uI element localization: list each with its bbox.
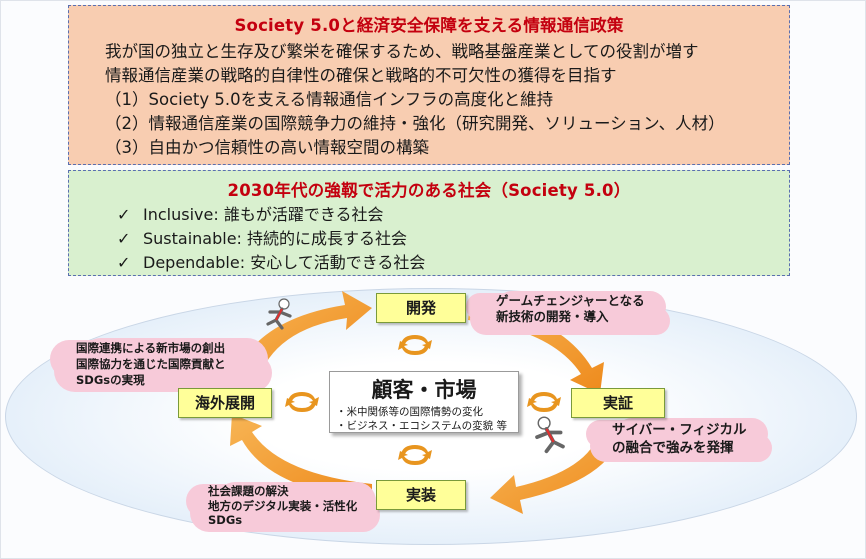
policy-line: 情報通信産業の戦略的自律性の確保と戦略的不可欠性の獲得を目指す [105, 66, 617, 85]
cloud-demonstrate-text: サイバー・フィジカル の融合で強みを発揮 [612, 421, 746, 457]
runner-figure-icon [535, 416, 565, 454]
cloud-line: サイバー・フィジカル [612, 422, 747, 438]
stage-demonstrate: 実証 [571, 388, 665, 418]
arrow-implement-to-overseas [230, 414, 372, 500]
cycle-refresh-icon [527, 392, 561, 412]
check-icon: ✓ [117, 205, 131, 224]
cloud-line: の融合で強みを発揮 [612, 440, 734, 456]
vision-box: 2030年代の強靱で活力のある社会（Society 5.0） ✓ Inclusiv… [68, 170, 790, 276]
check-icon: ✓ [117, 253, 131, 272]
stage-develop: 開発 [376, 293, 466, 323]
stage-overseas: 海外展開 [178, 388, 272, 418]
customer-market-note: ・ビジネス・エコシステムの変貌 等 [336, 420, 508, 432]
cloud-develop-text: ゲームチェンジャーとなる 新技術の開発・導入 [496, 293, 645, 325]
cloud-line: 新技術の開発・導入 [496, 309, 609, 324]
cloud-line: 社会課題の解決 [208, 484, 289, 498]
cloud-line: SDGsの実現 [76, 373, 145, 387]
cloud-line: 地方のデジタル実装・活性化 [208, 498, 358, 513]
cloud-implement-text: 社会課題の解決 地方のデジタル実装・活性化 SDGs [208, 484, 357, 528]
policy-line: 我が国の独立と生存及び繁栄を確保するため、戦略基盤産業としての役割が増す [105, 42, 699, 61]
customer-market-note: ・米中関係等の国際情勢の変化 [336, 406, 483, 418]
cloud-line: ゲームチェンジャーとなる [496, 293, 645, 308]
check-icon: ✓ [117, 229, 131, 248]
policy-title: Society 5.0と経済安全保障を支える情報通信政策 [234, 16, 624, 35]
cloud-line: 国際協力を通じた国際貢献と [76, 357, 226, 371]
runner-figure-icon [266, 298, 292, 330]
policy-box: Society 5.0と経済安全保障を支える情報通信政策 我が国の独立と生存及び… [68, 5, 790, 165]
policy-line: （1）Society 5.0を支える情報通信インフラの高度化と維持 [105, 90, 554, 109]
cycle-refresh-icon [398, 445, 432, 465]
vision-item: ✓ Inclusive: 誰もが活躍できる社会 [117, 205, 384, 225]
vision-title: 2030年代の強靱で活力のある社会（Society 5.0） [227, 181, 631, 200]
cloud-overseas-text: 国際連携による新市場の創出 国際協力を通じた国際貢献と SDGsの実現 [76, 340, 226, 388]
cloud-line: 国際連携による新市場の創出 [76, 341, 226, 355]
cycle-refresh-icon [398, 335, 432, 355]
vision-item-text: Inclusive: 誰もが活躍できる社会 [143, 205, 384, 224]
policy-line: （2）情報通信産業の国際競争力の維持・強化（研究開発、ソリューション、人材） [105, 114, 725, 133]
vision-item-text: Sustainable: 持続的に成長する社会 [143, 229, 408, 248]
customer-market-title: 顧客・市場 [371, 378, 477, 402]
arrow-demonstrate-to-implement [490, 430, 622, 514]
vision-item-text: Dependable: 安心して活動できる社会 [143, 253, 426, 272]
vision-item: ✓ Sustainable: 持続的に成長する社会 [117, 229, 407, 249]
cloud-line: SDGs [208, 513, 243, 527]
cloud-implement [198, 484, 366, 530]
cloud-develop [478, 293, 656, 333]
cycle-refresh-icon [285, 392, 319, 412]
cloud-demonstrate [598, 420, 758, 460]
customer-market-box: 顧客・市場 ・米中関係等の国際情勢の変化 ・ビジネス・エコシステムの変貌 等 [329, 371, 519, 433]
policy-line: （3）自由かつ信頼性の高い情報空間の構築 [105, 138, 429, 157]
cloud-overseas [62, 340, 258, 390]
stage-implement: 実装 [376, 480, 466, 510]
vision-item: ✓ Dependable: 安心して活動できる社会 [117, 253, 425, 273]
arrow-overseas-to-develop [232, 291, 372, 387]
